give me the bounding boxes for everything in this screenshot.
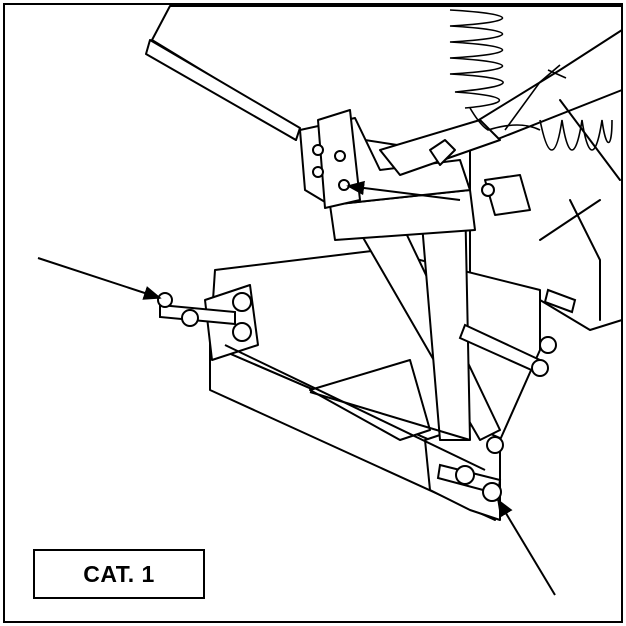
chain-link [504, 64, 567, 131]
arrow-left-pin [37, 257, 162, 300]
bracket-hole-top [334, 150, 346, 162]
category-label-box: CAT. 1 [33, 549, 205, 599]
arrow-right-pin [497, 498, 556, 596]
left-nut-upper [232, 292, 252, 312]
right-nut-upper [486, 436, 504, 454]
bracket-hole-lower [312, 166, 324, 178]
bracket-hole-upper [312, 144, 324, 156]
top-rod [145, 39, 301, 141]
arrow-bracket-hole [346, 180, 461, 201]
left-pin-clip [157, 292, 173, 308]
right-spring [539, 119, 613, 151]
left-nut-lower [232, 322, 252, 342]
plate-base-line [309, 391, 471, 441]
top-bolt [481, 183, 495, 197]
right-pin-washer [455, 465, 475, 485]
adjuster-spring [543, 288, 577, 314]
right-nut-lower [482, 482, 502, 502]
rear-nut [539, 336, 557, 354]
category-label: CAT. 1 [83, 560, 155, 587]
clip-bracket [429, 139, 456, 166]
side-bracket [484, 174, 531, 216]
right-frame-inner [539, 99, 621, 321]
bracket-hole-front [338, 179, 350, 191]
left-pin-washer [181, 309, 199, 327]
spring-hook [469, 107, 541, 131]
plate-lower-edge [224, 344, 486, 471]
upper-spring [449, 9, 504, 109]
rear-pin-end [531, 359, 549, 377]
